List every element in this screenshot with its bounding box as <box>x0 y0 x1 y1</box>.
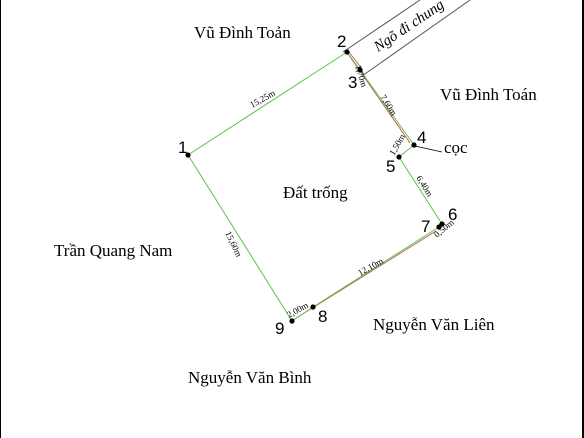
dim-7-8: 12,10m <box>356 256 385 278</box>
edge-5-6 <box>398 156 443 225</box>
vertex-label-5: 5 <box>386 157 395 176</box>
vertex-label-8: 8 <box>318 307 327 326</box>
edge-2-3 <box>346 51 361 71</box>
edge-1-2 <box>187 51 348 156</box>
vertex-point-5 <box>396 154 402 160</box>
edge-7-8 <box>312 226 440 308</box>
parcel-label: Đất trống <box>283 183 348 202</box>
road-edge-lower <box>342 0 421 53</box>
vertex-point-3 <box>357 67 363 73</box>
vertex-label-6: 6 <box>448 205 457 224</box>
marker-label: cọc <box>444 138 468 157</box>
neighbor-bottom: Nguyễn Văn Bình <box>188 368 312 387</box>
neighbor-bottom-right: Nguyễn Văn Liên <box>373 315 495 334</box>
vertex-point-9 <box>289 318 295 324</box>
neighbor-left: Trần Quang Nam <box>54 241 172 260</box>
edge-9-1 <box>187 154 293 322</box>
dim-3-4: 7,60m <box>378 93 399 118</box>
marker-pointer <box>414 145 443 153</box>
road-label: Ngõ đi chung <box>370 0 447 56</box>
vertex-label-7: 7 <box>421 217 430 236</box>
vertex-point-2 <box>344 49 350 55</box>
edge-3-4 <box>359 69 415 146</box>
vertex-point-8 <box>310 304 316 310</box>
old-boundary-line-2 <box>292 230 437 321</box>
road-edge-upper <box>361 0 471 77</box>
dim-9-1: 15,60m <box>223 229 244 258</box>
edge-4-5 <box>398 144 415 158</box>
edge-8-9 <box>291 306 314 322</box>
vertex-points <box>185 49 445 324</box>
vertex-point-1 <box>185 152 191 158</box>
road-label-group: Ngõ đi chung <box>370 0 447 56</box>
vertex-label-9: 9 <box>275 319 284 338</box>
vertex-label-4: 4 <box>417 128 426 147</box>
neighbor-top-left: Vũ Đình Toản <box>194 23 291 42</box>
old-boundary-lines <box>292 50 437 321</box>
vertex-label-3: 3 <box>348 73 357 92</box>
vertex-point-4 <box>411 142 417 148</box>
vertex-label-1: 1 <box>178 138 187 157</box>
vertex-label-2: 2 <box>337 32 346 51</box>
vertex-point-7 <box>436 224 442 230</box>
old-boundary-line-1 <box>345 50 411 144</box>
old-boundary-line-3 <box>348 51 363 70</box>
neighbor-right: Vũ Đình Toán <box>440 85 537 104</box>
